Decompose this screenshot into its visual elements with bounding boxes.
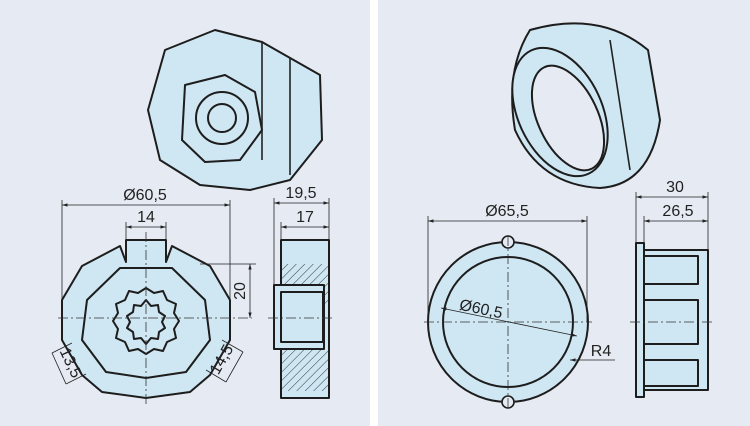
right-adapter-3d-view [511, 22, 661, 189]
left-adapter-3d-view [147, 29, 323, 191]
right-adapter-side-view [630, 192, 712, 398]
dim-slot-height: 20 [232, 282, 249, 300]
dim-notch-radius: R4 [591, 343, 612, 360]
dim-outer-diameter-right: Ø65,5 [485, 203, 529, 220]
dim-total-length: 19,5 [285, 185, 316, 202]
dim-total-length-right: 30 [666, 179, 684, 196]
dim-outer-diameter: Ø60,5 [123, 187, 167, 204]
dim-body-length: 17 [296, 209, 314, 226]
left-adapter-front-view [51, 200, 256, 404]
left-adapter-side-view [268, 198, 334, 399]
dim-slot-width: 14 [137, 209, 155, 226]
right-adapter-front-view [424, 216, 615, 410]
dim-body-length-right: 26,5 [662, 203, 693, 220]
